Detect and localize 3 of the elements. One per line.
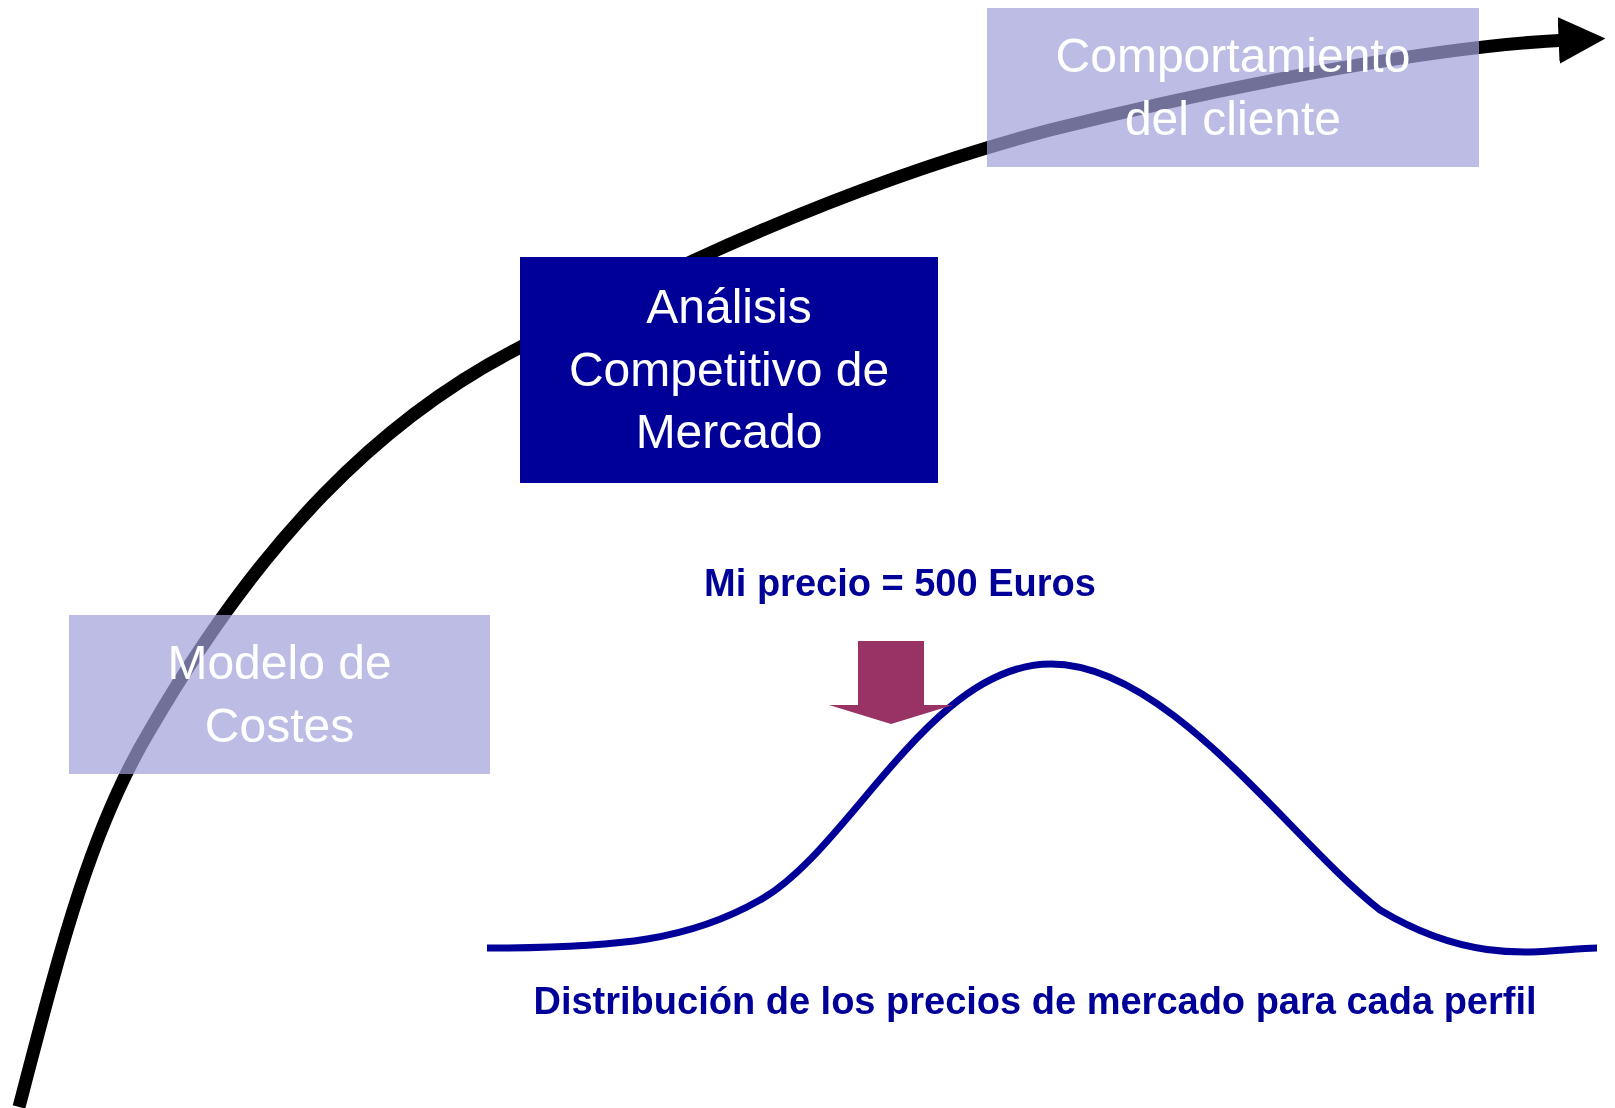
caption-text: Distribución de los precios de mercado para cada perfil <box>532 979 1538 1024</box>
process-box: Análisis Competitivo de Mercado <box>520 257 938 483</box>
caption-text: Mi precio = 500 Euros <box>703 561 1097 606</box>
